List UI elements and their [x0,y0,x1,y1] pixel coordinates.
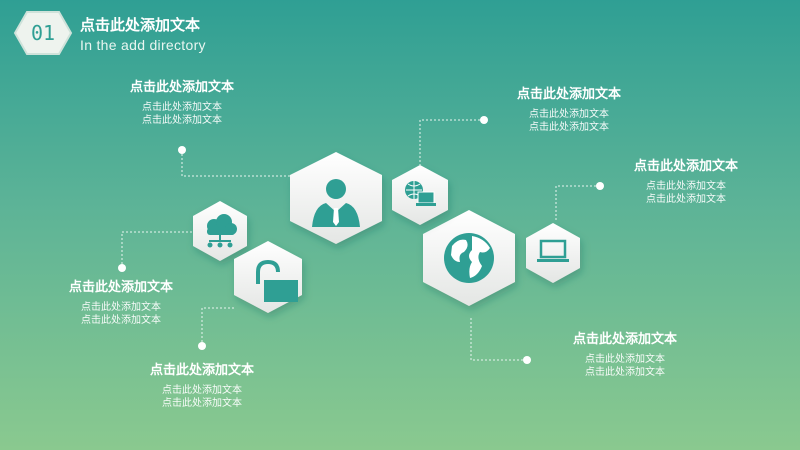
dot-right [596,182,604,190]
dot-left [118,264,126,272]
section-number: 01 [30,21,56,45]
page-subtitle: In the add directory [80,37,206,53]
text-block-right: 点击此处添加文本 点击此处添加文本 点击此处添加文本 [621,158,751,207]
laptop-icon [537,239,569,262]
dot-bottom-right [523,356,531,364]
dot-top-left [178,146,186,154]
network-computer-icon [405,181,436,206]
person-icon [312,179,360,227]
item-line: 点击此处添加文本 [585,367,665,379]
item-line: 点击此处添加文本 [81,301,161,313]
hexagon-cloud [193,201,247,261]
item-title: 点击此处添加文本 [129,80,234,95]
dot-top-right [480,116,488,124]
connector-bottom-left [201,307,236,346]
hexagon-globe [423,210,515,306]
text-block-bottom-left: 点击此处添加文本 点击此处添加文本 点击此处添加文本 [137,362,267,411]
item-line: 点击此处添加文本 [529,122,609,134]
item-line: 点击此处添加文本 [142,101,222,113]
globe-icon [444,233,494,283]
item-title: 点击此处添加文本 [572,332,677,347]
text-block-left: 点击此处添加文本 点击此处添加文本 点击此处添加文本 [56,279,186,328]
connector-top-right [419,119,484,165]
item-line: 点击此处添加文本 [646,180,726,192]
text-block-top-left: 点击此处添加文本 点击此处添加文本 点击此处添加文本 [117,79,247,128]
item-line: 点击此处添加文本 [529,108,609,120]
connector-bottom-right [470,318,527,361]
item-title: 点击此处添加文本 [149,363,254,378]
cloud-network-icon [207,214,237,248]
item-line: 点击此处添加文本 [585,353,665,365]
connector-right [555,185,600,222]
connector-top-left [181,150,300,177]
text-block-top-right: 点击此处添加文本 点击此处添加文本 点击此处添加文本 [504,86,634,135]
dot-bottom-left [198,342,206,350]
section-badge: 01 [13,10,73,60]
unlock-icon [256,259,298,302]
item-line: 点击此处添加文本 [646,194,726,206]
item-title: 点击此处添加文本 [516,87,621,102]
page-title: 点击此处添加文本 [80,16,201,34]
item-title: 点击此处添加文本 [633,159,738,174]
text-block-bottom-right: 点击此处添加文本 点击此处添加文本 点击此处添加文本 [560,331,690,380]
hexagon-network [392,165,448,225]
hexagon-laptop [526,223,580,283]
item-line: 点击此处添加文本 [162,398,242,410]
hexagon-person [290,152,382,244]
item-line: 点击此处添加文本 [162,384,242,396]
hexagon-unlock [234,241,302,313]
connector-left [121,231,200,268]
item-line: 点击此处添加文本 [81,315,161,327]
item-line: 点击此处添加文本 [142,115,222,127]
item-title: 点击此处添加文本 [68,280,173,295]
